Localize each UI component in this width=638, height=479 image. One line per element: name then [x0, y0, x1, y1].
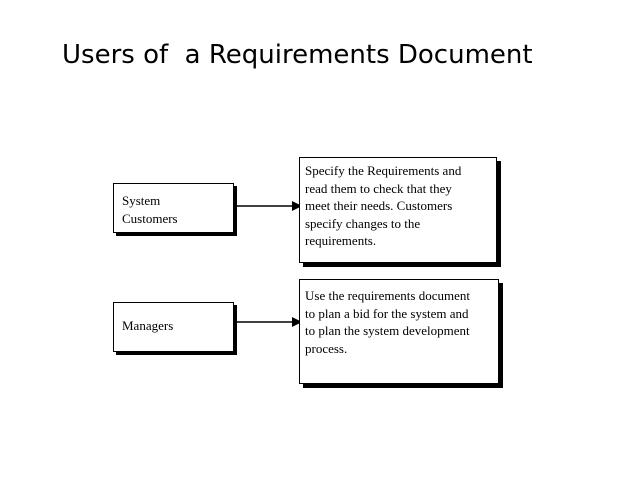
arrow-system-customers: [237, 201, 302, 211]
actor-box-managers: Managers: [113, 302, 234, 352]
description-line: meet their needs. Customers: [305, 198, 453, 213]
description-line: to plan the system development: [305, 323, 470, 338]
slide-title: Users of a Requirements Document: [62, 40, 533, 70]
actor-label-line: Managers: [122, 318, 174, 333]
description-line: Specify the Requirements and: [305, 163, 462, 178]
arrow-managers: [237, 317, 302, 327]
description-box-managers: Use the requirements document to plan a …: [299, 279, 499, 384]
description-box-system-customers: Specify the Requirements and read them t…: [299, 157, 497, 263]
description-line: process.: [305, 340, 348, 356]
description-line: requirements.: [305, 233, 377, 248]
actor-label-line: Customers: [122, 210, 178, 226]
actor-label-line: System: [122, 193, 161, 208]
description-line: Use the requirements document: [305, 288, 470, 303]
description-line: specify changes to the: [305, 215, 421, 231]
description-line: to plan a bid for the system and: [305, 305, 469, 321]
description-line: read them to check that they: [305, 180, 452, 196]
actor-box-system-customers: System Customers: [113, 183, 234, 233]
